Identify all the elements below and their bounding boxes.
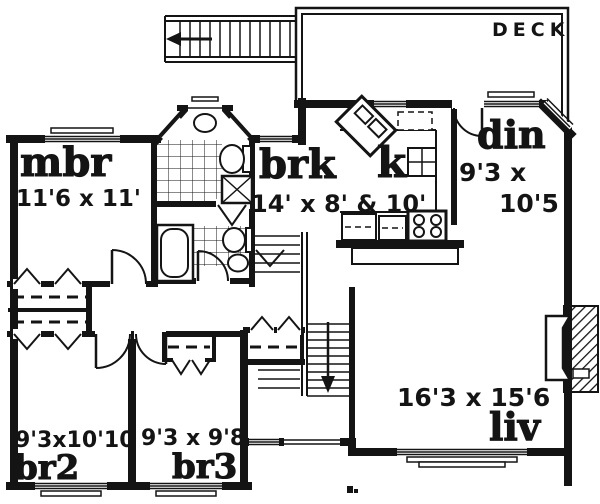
hall-bath-window [260, 134, 292, 144]
kitchen-label: k [377, 138, 407, 187]
br2-label: br2 [14, 448, 79, 488]
br2-closet [13, 320, 86, 351]
lower-sink [227, 253, 249, 273]
br2-dims: 9'3x10'10 [15, 428, 135, 453]
br2-door [94, 329, 131, 369]
kitchen-fixtures [334, 94, 459, 265]
br2-window [35, 481, 107, 497]
firebox [544, 314, 573, 382]
liv-label: liv [489, 404, 542, 449]
br3-label: br3 [172, 447, 237, 487]
br3-door [134, 329, 168, 365]
lower-bath-door [196, 250, 230, 286]
hall-closet [243, 315, 305, 365]
din-dims-1: 9'3 x [459, 158, 526, 187]
interior-stairs [254, 232, 352, 397]
stairs-up-arrow-icon [166, 32, 212, 46]
dishwasher [341, 213, 377, 241]
din-window [483, 91, 539, 109]
fireplace [544, 305, 599, 393]
mbr-door [110, 249, 147, 289]
din-corner-window [543, 97, 574, 130]
deck-label: DECK [492, 19, 569, 41]
stove [406, 209, 448, 243]
br3-closet [162, 332, 216, 376]
closets [13, 267, 305, 376]
base-cabinet [378, 215, 407, 241]
bathtub [155, 223, 195, 283]
brk-label: brk [259, 141, 337, 188]
plan-watermark-mark [347, 486, 358, 493]
mbr-window [45, 127, 120, 144]
peninsula-counter [351, 247, 459, 265]
windows [35, 91, 574, 497]
br3-dims: 9'3 x 9'8 [141, 426, 245, 451]
entry-door [284, 437, 340, 447]
mbr-dims: 11'6 x 11' [16, 186, 141, 212]
bay-window [152, 96, 258, 146]
stairs-up-flight [254, 235, 300, 273]
entry-window [249, 437, 279, 447]
upper-toilet [219, 144, 252, 174]
basement-flight [258, 369, 300, 389]
upper-bath-fixtures [193, 113, 254, 205]
bay-sink [193, 113, 217, 133]
corner-sink [334, 94, 398, 158]
deck-stairs [164, 15, 296, 63]
din-label: din [477, 112, 546, 157]
room-labels: mbr 11'6 x 11' brk 14' x 8' & 10' k din … [13, 111, 559, 488]
stairs-down-flight [307, 322, 352, 397]
lower-toilet [222, 227, 253, 253]
liv-window [397, 447, 527, 468]
br3-window [150, 481, 222, 497]
lower-bath-fixtures [155, 223, 253, 283]
stair-rail [301, 232, 308, 396]
liv-dims: 16'3 x 15'6 [397, 383, 550, 412]
pass-through-shelves [407, 147, 437, 177]
shower [220, 174, 254, 205]
mbr-closet [13, 267, 86, 299]
mbr-label: mbr [20, 139, 112, 186]
upper-bath-tile-floor [156, 140, 222, 202]
din-dims-2: 10'5 [499, 189, 559, 218]
kitchen-window [374, 99, 406, 109]
brk-dims: 14' x 8' & 10' [251, 190, 426, 218]
deck-door [452, 99, 484, 137]
upper-cabinet [397, 111, 433, 131]
stairs-down-arrow-icon [321, 322, 335, 393]
